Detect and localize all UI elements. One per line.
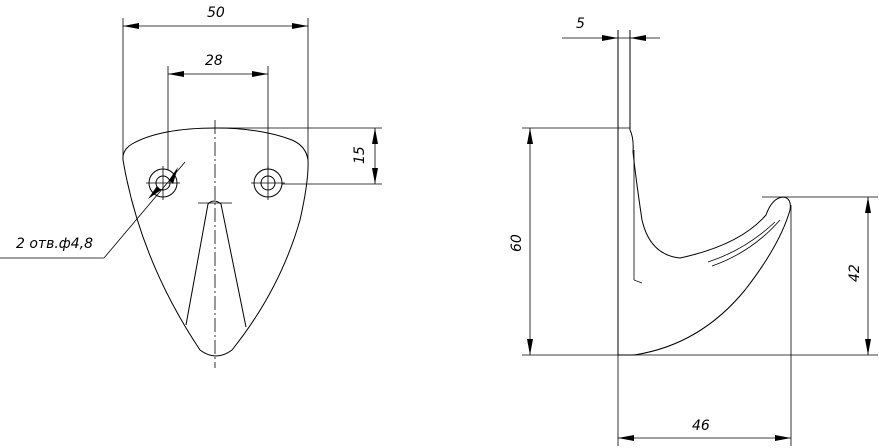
front-slot (185, 200, 247, 328)
hook-inner-line-2 (711, 219, 781, 267)
hole-right (251, 166, 285, 200)
hole-note-label: 2 отв.ф4,8 (16, 236, 93, 252)
dim-thickness-label: 5 (576, 16, 585, 32)
dim-height-label: 60 (509, 234, 525, 252)
dim-depth-label: 46 (692, 418, 710, 434)
dim-hole-spacing: 28 (167, 53, 269, 170)
side-profile-outer (617, 30, 791, 356)
front-view: 50 28 15 2 отв.ф4,8 (0, 5, 382, 368)
hook-inner-line (707, 221, 776, 263)
dim-hook-height-label: 42 (847, 264, 863, 282)
dim-height: 60 (509, 127, 878, 356)
hole-left (146, 166, 180, 200)
dim-hole-offset-label: 15 (352, 146, 368, 164)
dim-thickness: 5 (562, 16, 660, 41)
side-view: 5 60 42 46 (509, 16, 878, 446)
dim-overall-width: 50 (122, 5, 309, 160)
dim-depth: 46 (617, 205, 792, 446)
dim-hook-height: 42 (762, 196, 878, 355)
front-outline (122, 127, 309, 357)
dim-overall-width-label: 50 (207, 5, 225, 21)
dim-hole-spacing-label: 28 (205, 53, 223, 69)
side-inner-tick (633, 279, 643, 284)
dim-hole-offset: 15 (216, 127, 382, 185)
hole-note-leader: 2 отв.ф4,8 (0, 161, 186, 259)
